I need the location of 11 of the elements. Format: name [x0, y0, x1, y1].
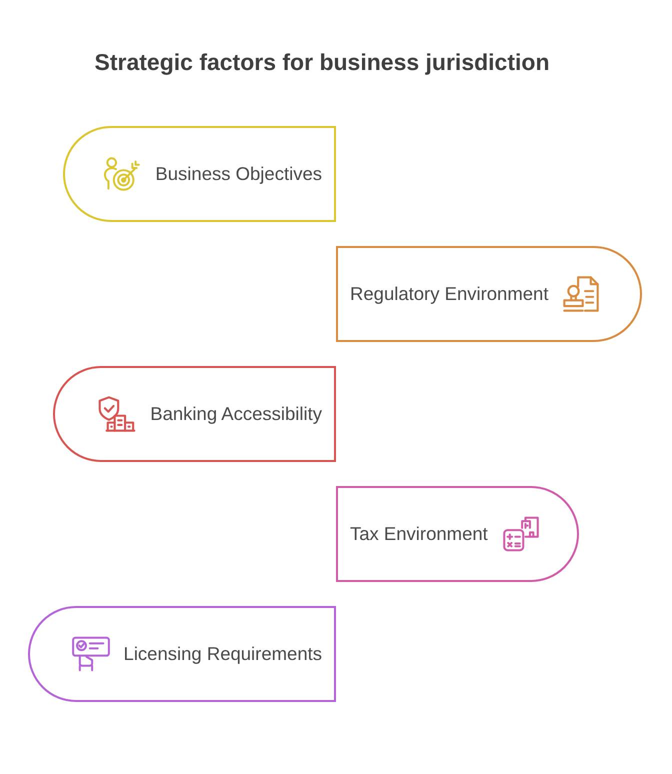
pill-card	[336, 486, 579, 582]
node-label: Banking Accessibility	[150, 402, 322, 426]
diagram-title: Strategic factors for business jurisdiction	[94, 48, 550, 77]
pill-card	[336, 246, 642, 342]
node-label: Licensing Requirements	[124, 642, 322, 666]
pill-card	[28, 606, 336, 702]
node-label: Business Objectives	[155, 162, 322, 186]
pill-card	[53, 366, 336, 462]
pill-card	[63, 126, 336, 222]
node-label: Tax Environment	[350, 522, 488, 546]
node-label: Regulatory Environment	[350, 282, 548, 306]
